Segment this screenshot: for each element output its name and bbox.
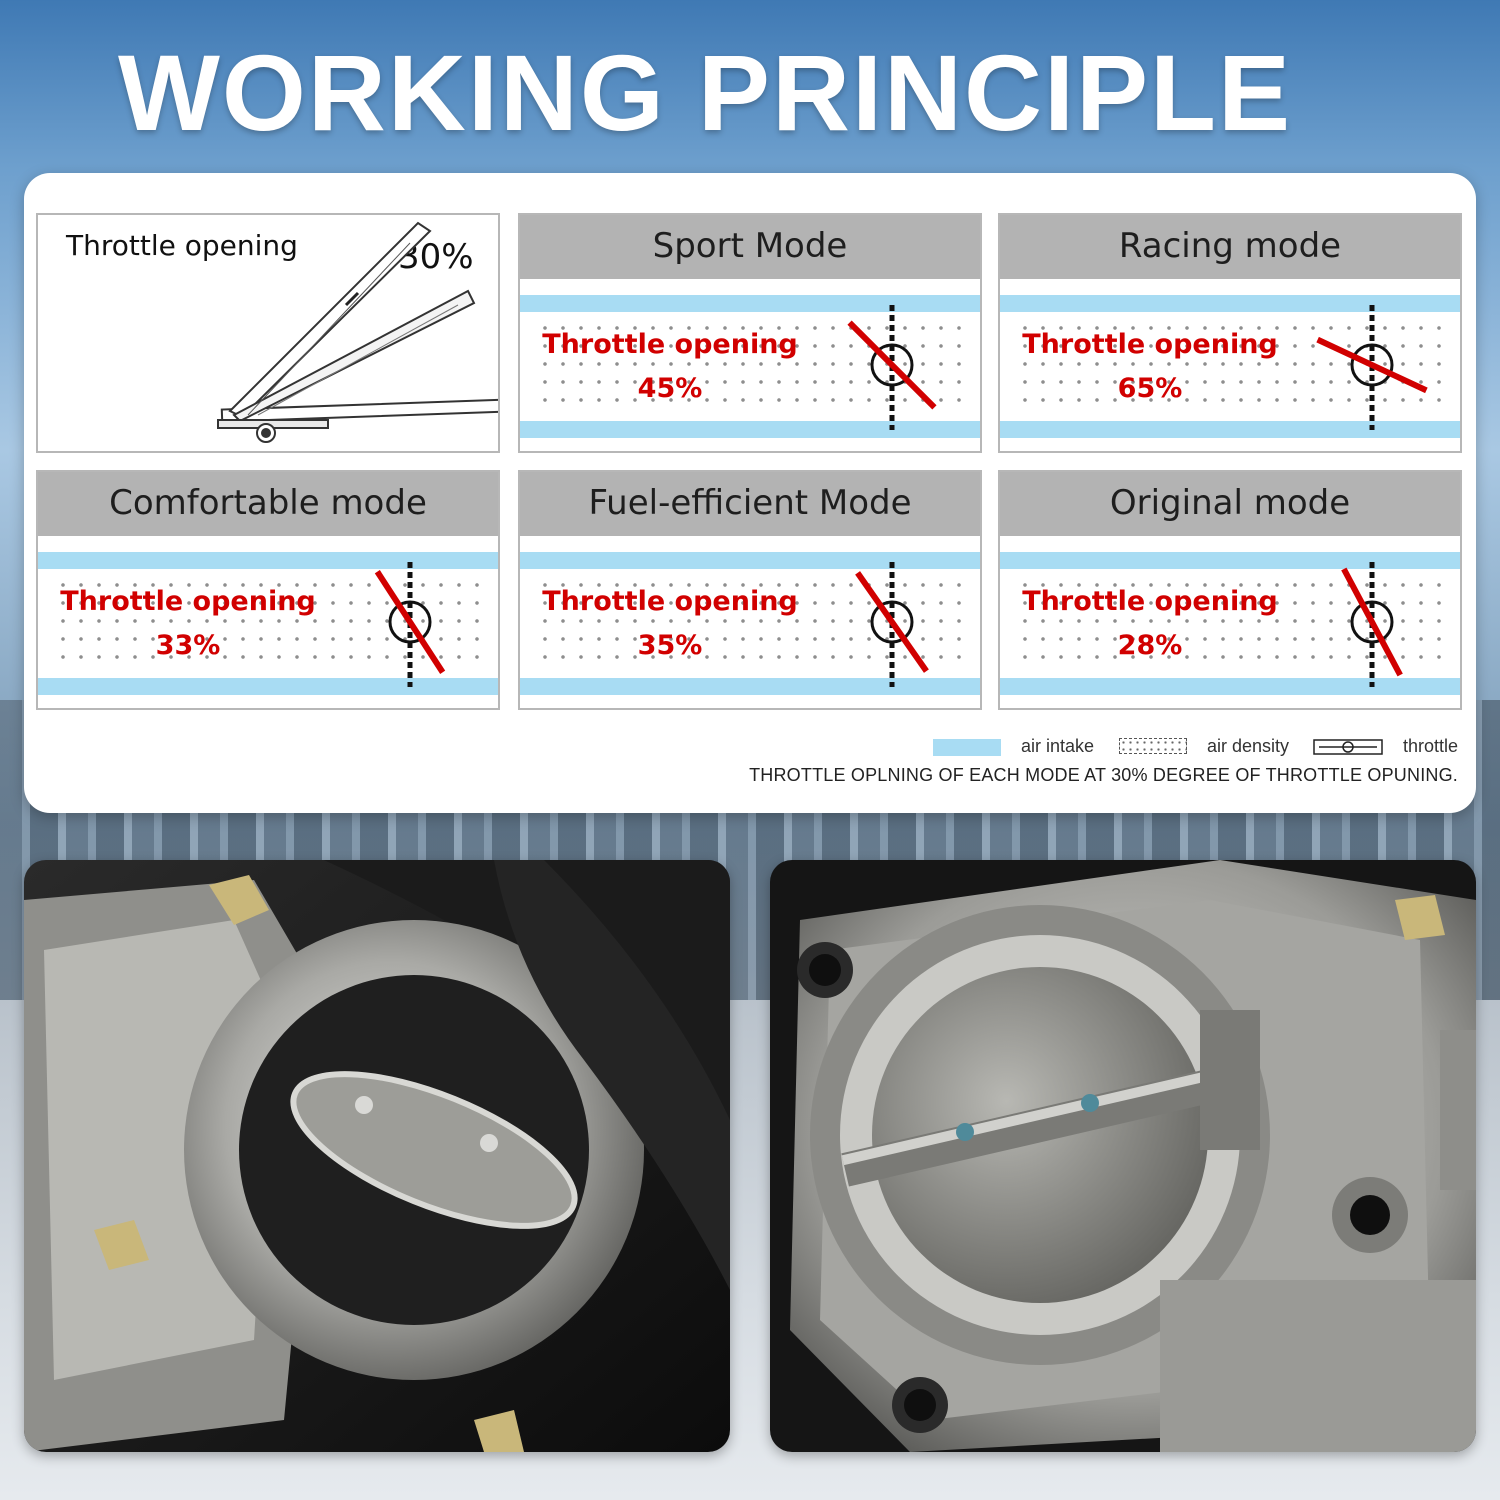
throttle-valve-icon xyxy=(374,562,446,687)
throttle-opening-label: Throttle opening 45% xyxy=(530,323,810,411)
throttle-opening-text: Throttle opening xyxy=(542,586,798,617)
throttle-pivot xyxy=(870,343,914,387)
throttle-opening-text: Throttle opening xyxy=(1022,329,1278,360)
mode-title: Original mode xyxy=(1000,472,1460,536)
throttle-pivot xyxy=(1350,600,1394,644)
throttle-opening-label: Throttle opening 65% xyxy=(1010,323,1290,411)
throttle-opening-text: Throttle opening xyxy=(542,329,798,360)
mode-cell-sport: Sport Mode Throttle opening 45% xyxy=(518,213,982,453)
air-intake-swatch xyxy=(933,739,1001,756)
air-intake-band xyxy=(1000,552,1460,569)
air-intake-band xyxy=(38,552,498,569)
throttle-body-installed-image xyxy=(24,860,730,1452)
throttle-plate xyxy=(374,570,446,674)
photo-throttle-body-installed xyxy=(24,860,730,1452)
air-density-swatch xyxy=(1119,738,1187,754)
throttle-plate xyxy=(1316,336,1428,394)
throttle-plate xyxy=(855,571,929,673)
photo-throttle-body-closeup xyxy=(770,860,1476,1452)
legend-air-density: air density xyxy=(1207,736,1290,756)
throttle-plate xyxy=(847,320,937,410)
legend-air-intake: air intake xyxy=(1021,736,1095,756)
mode-cell-fuel-efficient: Fuel-efficient Mode Throttle opening 35% xyxy=(518,470,982,710)
throttle-opening-label: Throttle opening 35% xyxy=(530,580,810,668)
throttle-opening-text: Throttle opening xyxy=(1022,586,1278,617)
throttle-pedal-icon xyxy=(217,221,498,443)
throttle-swatch-icon xyxy=(1313,739,1383,755)
air-intake-band xyxy=(1000,421,1460,438)
air-intake-band xyxy=(520,295,980,312)
throttle-opening-value: 35% xyxy=(637,630,703,661)
mode-cell-racing: Racing mode Throttle opening 65% xyxy=(998,213,1462,453)
legend-throttle: throttle xyxy=(1403,736,1459,756)
throttle-opening-value: 45% xyxy=(637,373,703,404)
air-intake-band xyxy=(520,552,980,569)
air-intake-band xyxy=(520,678,980,695)
throttle-pivot xyxy=(870,600,914,644)
throttle-opening-value: 33% xyxy=(155,630,221,661)
legend: air intake air density throttle xyxy=(929,733,1459,761)
throttle-pivot xyxy=(1350,343,1394,387)
air-intake-band xyxy=(38,678,498,695)
throttle-opening-label: Throttle opening 28% xyxy=(1010,580,1290,668)
diagram-caption: THROTTLE OPLNING OF EACH MODE AT 30% DEG… xyxy=(749,765,1458,785)
mode-title: Fuel-efficient Mode xyxy=(520,472,980,536)
throttle-pivot xyxy=(388,600,432,644)
mode-cell-comfortable: Comfortable mode Throttle opening 33% xyxy=(36,470,500,710)
throttle-valve-icon xyxy=(847,305,937,430)
throttle-pedal-cell: Throttle opening 30% xyxy=(36,213,500,453)
throttle-valve-icon xyxy=(1341,562,1403,687)
mode-title: Sport Mode xyxy=(520,215,980,279)
air-intake-band xyxy=(520,421,980,438)
mode-cell-original: Original mode Throttle opening 28% xyxy=(998,470,1462,710)
throttle-opening-label: Throttle opening 33% xyxy=(48,580,328,668)
throttle-opening-value: 28% xyxy=(1117,630,1183,661)
throttle-body-closeup-image xyxy=(770,860,1476,1452)
throttle-opening-value: 65% xyxy=(1117,373,1183,404)
throttle-plate xyxy=(1341,567,1403,677)
page-title: WORKING PRINCIPLE xyxy=(117,32,1292,153)
diagram-panel: Throttle opening 30% Sport Mode Throttle… xyxy=(24,173,1476,813)
air-intake-band xyxy=(1000,295,1460,312)
throttle-valve-icon xyxy=(1316,305,1428,430)
intro-label: Throttle opening xyxy=(66,229,298,262)
throttle-opening-text: Throttle opening xyxy=(60,586,316,617)
throttle-valve-icon xyxy=(855,562,929,687)
mode-title: Racing mode xyxy=(1000,215,1460,279)
mode-title: Comfortable mode xyxy=(38,472,498,536)
air-intake-band xyxy=(1000,678,1460,695)
